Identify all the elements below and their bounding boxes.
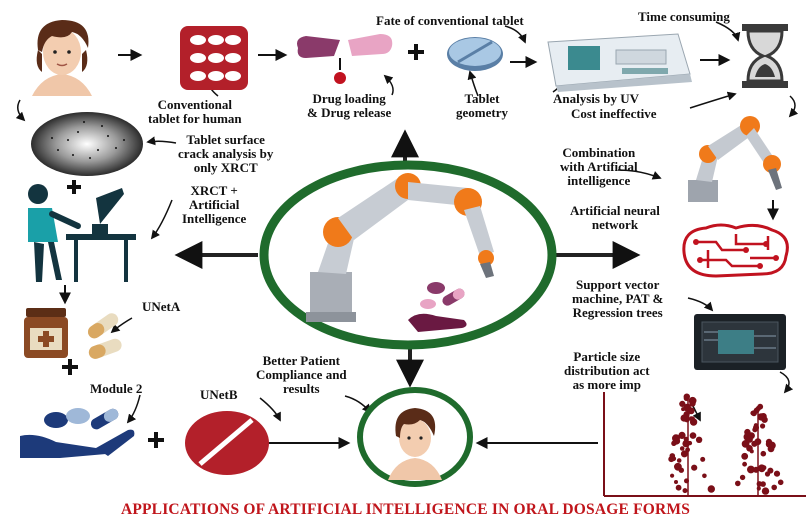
round-tablet-icon (444, 34, 506, 74)
scatter-dot (690, 418, 697, 425)
label-fate-conventional: Fate of conventional tablet (376, 14, 524, 28)
capsule-split-icon (290, 26, 400, 88)
hourglass-icon (738, 22, 792, 90)
label-unet-a: UNetA (142, 300, 180, 314)
scatter-dot (771, 485, 777, 491)
scientist-computer-icon (12, 180, 140, 284)
label-module2: Module 2 (90, 382, 142, 396)
label-analysis-uv: Analysis by UV (553, 92, 639, 106)
scatter-dot (672, 440, 677, 445)
human-face-icon (12, 14, 112, 96)
scatter-dot (677, 458, 682, 463)
patient-circle (356, 386, 474, 488)
label-drug-loading: Drug loading& Drug release (307, 92, 391, 120)
scatter-dot (778, 480, 784, 486)
label-unet-b: UNetB (200, 388, 238, 402)
scatter-plot-icon (598, 392, 808, 500)
label-time-consuming: Time consuming (638, 10, 730, 24)
scatter-dot (702, 474, 707, 479)
scatter-dot (735, 481, 741, 487)
scatter-dot (674, 480, 678, 484)
scatter-dot (740, 475, 745, 480)
scatter-dot (681, 450, 688, 457)
scatter-dot (765, 471, 770, 476)
scatter-dot (774, 471, 780, 477)
scatter-dot (696, 437, 702, 443)
scatter-dot (676, 485, 682, 491)
scatter-dot (680, 446, 685, 451)
scatter-dot (681, 415, 688, 422)
scatter-dot (746, 445, 753, 452)
hand-pills-icon (16, 400, 146, 462)
scatter-dot (683, 488, 688, 493)
scatter-dot (691, 465, 697, 471)
scatter-dot (708, 485, 715, 492)
uv-spectrometer-icon (538, 24, 698, 94)
tablet-blister-icon (178, 24, 250, 92)
scatter-dot (761, 417, 767, 423)
processor-chip-icon (692, 310, 788, 372)
scatter-dot (752, 427, 757, 432)
scatter-dot (679, 401, 685, 407)
footer-title: APPLICATIONS OF ARTIFICIAL INTELLIGENCE … (0, 501, 811, 523)
robot-arm-icon (682, 110, 792, 204)
scatter-dot (741, 453, 748, 460)
scatter-dot (761, 451, 767, 457)
scatter-dot (760, 481, 766, 487)
scatter-dot (760, 423, 765, 428)
xrct-scan-icon (28, 110, 146, 178)
scatter-dot (691, 401, 696, 406)
scatter-dot (765, 489, 770, 494)
scatter-dot (758, 464, 766, 472)
scatter-dot (670, 474, 674, 478)
scatter-dot (690, 432, 697, 439)
medicine-bottle-icon (18, 304, 136, 360)
central-robot-circle (258, 160, 558, 350)
neural-brain-icon (676, 220, 796, 282)
scatter-dot (742, 462, 747, 467)
scatter-dot (670, 453, 676, 459)
scatter-dot (674, 463, 682, 471)
scatter-dot (684, 394, 690, 400)
scatter-dot (752, 411, 757, 416)
red-tablet-icon (182, 408, 272, 478)
scatter-dot (681, 407, 685, 411)
scatter-dot (766, 439, 772, 445)
label-cost-ineffective: Cost ineffective (571, 107, 657, 121)
scatter-dot (748, 432, 755, 439)
scatter-dot (700, 457, 705, 462)
